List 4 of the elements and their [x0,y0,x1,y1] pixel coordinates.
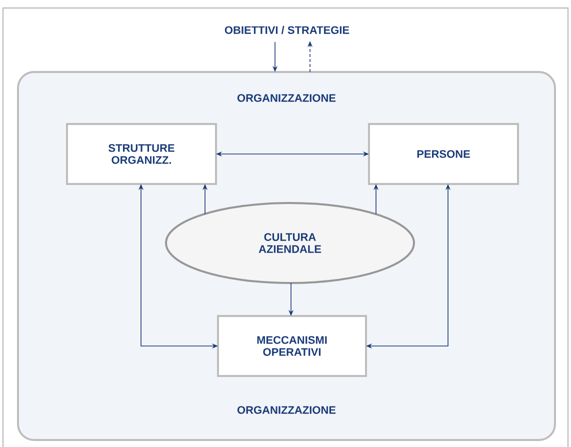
process-box: MECCANISMI OPERATIVI [217,315,367,377]
process-box: PERSONE [368,123,519,185]
heading-text: OBIETTIVI / STRATEGIE [224,26,350,34]
process-box: STRUTTURE ORGANIZZ. [66,123,217,185]
